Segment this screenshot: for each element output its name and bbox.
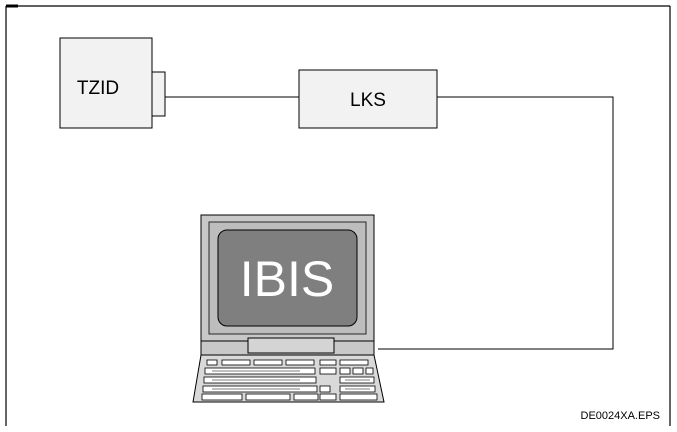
tzid-connector: [151, 71, 166, 117]
tzid-label: TZID: [77, 78, 119, 99]
tzid-node: TZID: [59, 37, 166, 129]
connection-lines: [165, 96, 614, 350]
lks-box: [298, 69, 438, 129]
drive-slot: [247, 337, 335, 354]
diagram-frame: [5, 4, 671, 426]
screen-label: IBIS: [240, 251, 334, 307]
keyboard-key-marks: [212, 370, 370, 390]
computer-node: IBIS: [192, 214, 385, 403]
link-lks-computer: [378, 96, 614, 350]
lks-node: LKS: [298, 69, 438, 129]
lks-label: LKS: [350, 90, 386, 111]
monitor-screen: [217, 229, 358, 327]
figure-reference: DE0024XA.EPS: [581, 410, 661, 422]
tzid-box: [59, 37, 153, 129]
